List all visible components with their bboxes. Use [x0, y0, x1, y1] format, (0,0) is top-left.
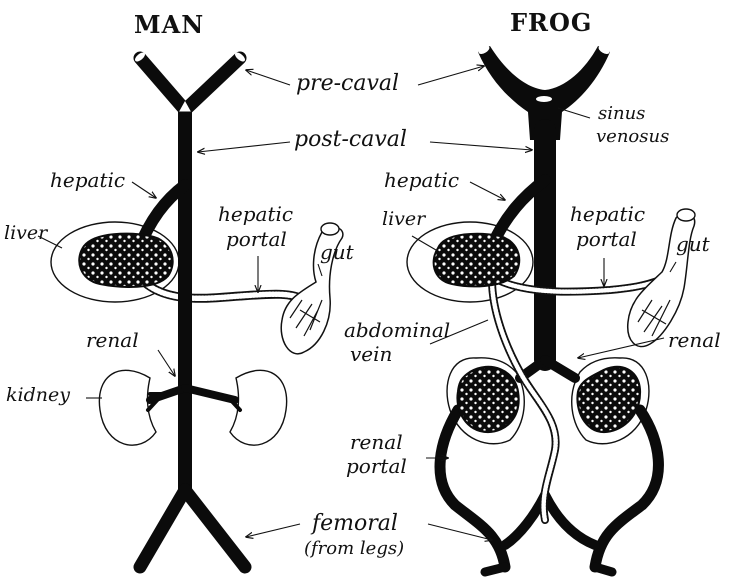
label-femoral: femoral [312, 513, 398, 535]
label-liver-man: liver [4, 224, 47, 243]
label-hepatic-portal-frog-1: hepatic [570, 204, 645, 224]
frog-kidney-left [458, 367, 519, 432]
label-sinus: sinus [598, 105, 645, 123]
frog-system [407, 44, 695, 572]
title-frog: FROG [510, 8, 592, 37]
label-renal-man: renal [86, 330, 139, 350]
label-hepatic-portal-frog-2: portal [576, 229, 637, 249]
frog-liver [434, 234, 520, 287]
label-liver-frog: liver [382, 210, 425, 229]
label-hepatic-frog: hepatic [384, 170, 459, 190]
label-post-caval: post-caval [294, 129, 407, 151]
label-vein: vein [350, 344, 392, 364]
title-man: MAN [134, 10, 204, 39]
label-hepatic-portal-man-1: hepatic [218, 204, 293, 224]
label-gut-frog: gut [676, 234, 710, 254]
label-renal-frog: renal [668, 330, 721, 350]
label-hepatic-man: hepatic [50, 170, 125, 190]
label-gut-man: gut [320, 242, 354, 262]
label-hepatic-portal-man-2: portal [226, 229, 287, 249]
man-liver [79, 234, 172, 287]
label-renal-portal-1: renal [350, 432, 403, 452]
label-pre-caval: pre-caval [296, 73, 399, 95]
label-femoral-sub: (from legs) [304, 540, 404, 558]
label-kidney: kidney [6, 386, 70, 405]
label-venosus: venosus [596, 128, 669, 146]
frog-kidney-right [577, 367, 640, 432]
label-renal-portal-2: portal [346, 456, 407, 476]
label-abdominal: abdominal [344, 320, 450, 340]
